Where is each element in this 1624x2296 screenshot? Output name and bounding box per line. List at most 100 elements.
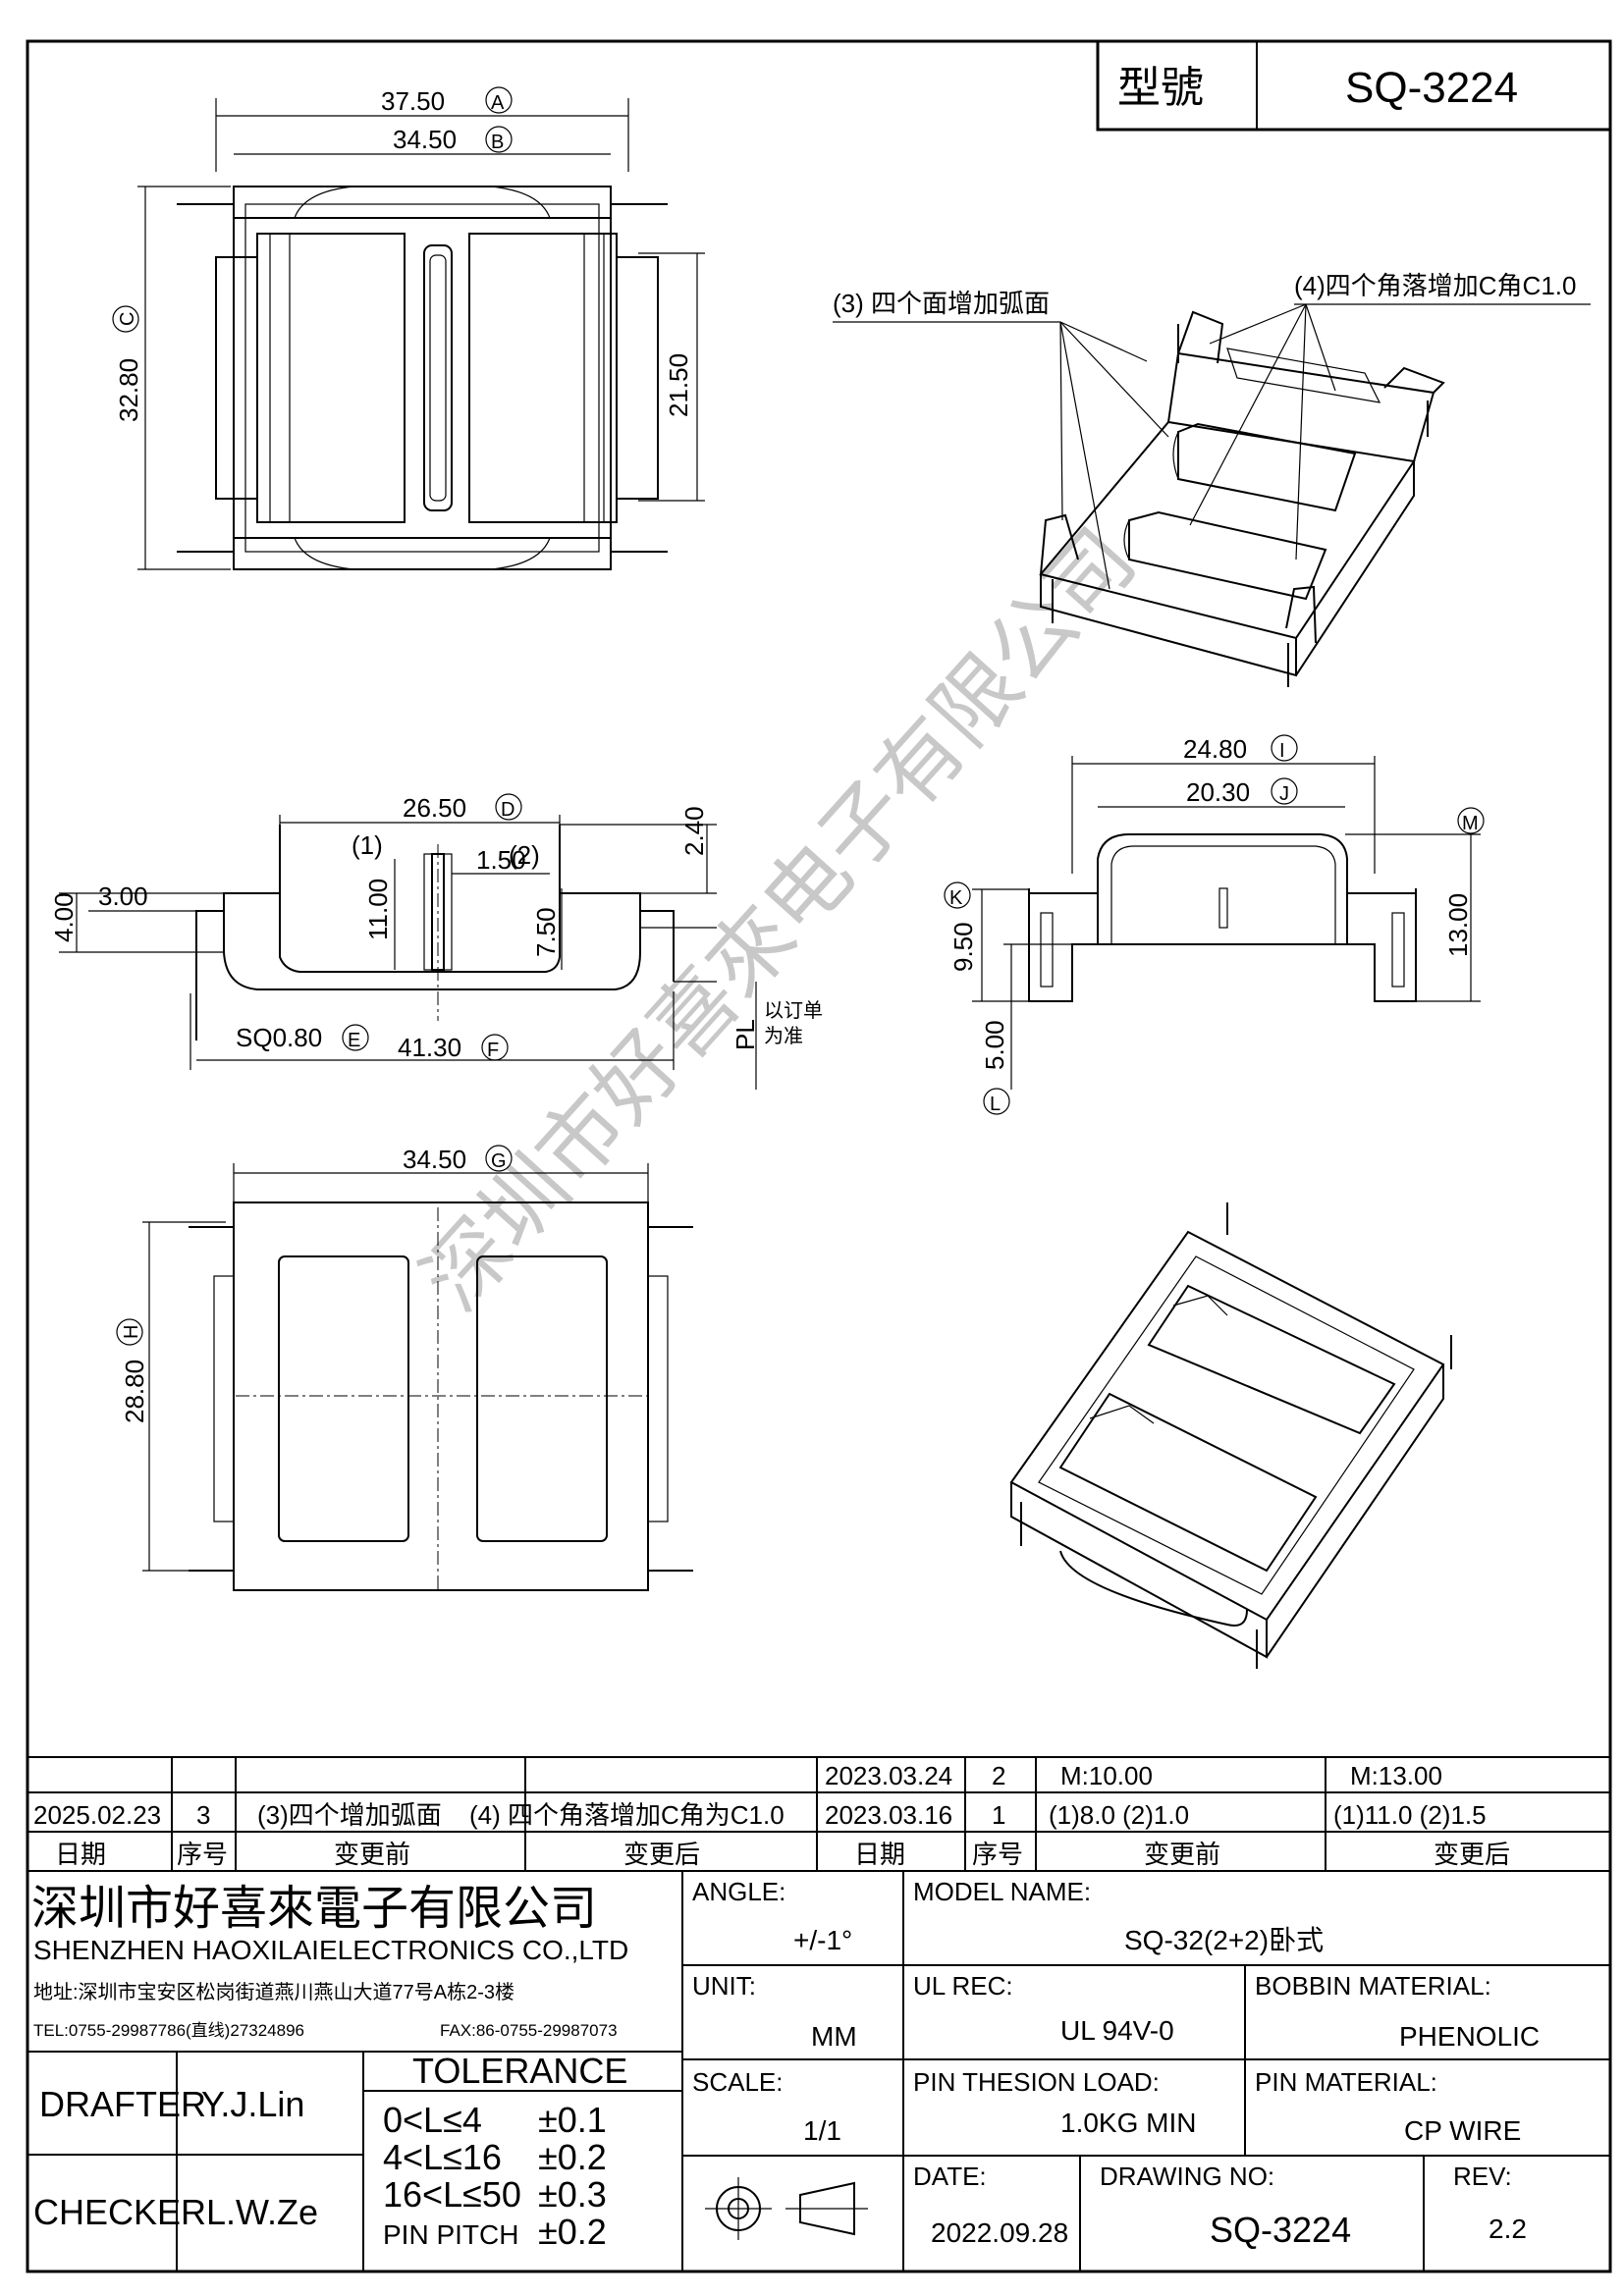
rev-after-2: M:13.00 xyxy=(1350,1761,1442,1790)
angle-value: +/-1° xyxy=(793,1925,852,1955)
company-tel: TEL:0755-29987786(直线)27324896 xyxy=(33,2021,304,2040)
drawing-no-value: SQ-3224 xyxy=(1210,2210,1351,2250)
mark-g: G xyxy=(491,1150,507,1172)
mark-j: J xyxy=(1279,783,1289,805)
dim-13-00: 13.00 xyxy=(1443,893,1473,957)
tol-value-4: ±0.2 xyxy=(538,2212,607,2252)
dim-41-30: 41.30 xyxy=(398,1033,461,1062)
drawing-no-label: DRAWING NO: xyxy=(1100,2162,1274,2191)
bobbin-material-value: PHENOLIC xyxy=(1399,2021,1540,2052)
model-value: SQ-3224 xyxy=(1345,64,1518,112)
rev-before-2: M:10.00 xyxy=(1060,1761,1153,1790)
front-view: 26.50 D 2.40 (1) (2) 1.50 11.00 7.50 4.0… xyxy=(49,793,823,1090)
pin-material-label: PIN MATERIAL: xyxy=(1255,2067,1437,2097)
mark-k: K xyxy=(949,887,963,909)
pin-tension-value: 1.0KG MIN xyxy=(1060,2108,1196,2138)
tol-range-4: PIN PITCH xyxy=(383,2219,518,2250)
rev-after-1: (1)11.0 (2)1.5 xyxy=(1333,1800,1487,1830)
mark-c: C xyxy=(117,312,138,326)
pin-tension-label: PIN THESION LOAD: xyxy=(913,2067,1160,2097)
model-name-value: SQ-32(2+2)卧式 xyxy=(1124,1925,1324,1955)
angle-label: ANGLE: xyxy=(692,1877,785,1906)
checker-value: L.W.Ze xyxy=(206,2192,318,2232)
note-3: (3) 四个面增加弧面 xyxy=(833,289,1050,318)
scale-value: 1/1 xyxy=(803,2115,841,2146)
mark-a: A xyxy=(491,92,505,114)
pin-material-value: CP WIRE xyxy=(1404,2115,1521,2146)
rev-date-2: 2023.03.24 xyxy=(825,1761,952,1790)
rev-no-1: 1 xyxy=(992,1800,1005,1830)
drafter-label: DRAFTER xyxy=(39,2084,206,2124)
rev-after-3: (4) 四个角落增加C角为C1.0 xyxy=(469,1800,785,1830)
tol-range-2: 4<L≤16 xyxy=(383,2137,502,2177)
sq-0-80: SQ0.80 xyxy=(236,1023,322,1052)
bottom-view: 34.50 G 28.80 H xyxy=(116,1145,693,1591)
sheet-border xyxy=(26,39,1612,2273)
pl-label: PL xyxy=(731,1019,760,1050)
tol-value-3: ±0.3 xyxy=(538,2174,607,2215)
dim-9-50: 9.50 xyxy=(948,922,978,972)
projection-symbol-icon xyxy=(705,2177,868,2240)
dim-1-50: 1.50 xyxy=(476,845,526,875)
scale-label: SCALE: xyxy=(692,2067,784,2097)
ul-rec-label: UL REC: xyxy=(913,1971,1013,2001)
hdr-no-left: 序号 xyxy=(177,1840,228,1869)
title-block: 深圳市好喜來電子有限公司 SHENZHEN HAOXILAIELECTRONIC… xyxy=(27,1871,1610,2271)
top-view: 37.50 A 34.50 B 32.80 C 21.50 xyxy=(112,86,705,570)
mark-m: M xyxy=(1462,813,1479,834)
pl-note-2: 为准 xyxy=(764,1025,803,1047)
mark-d: D xyxy=(501,799,514,821)
mark-i: I xyxy=(1279,740,1285,762)
label-1: (1) xyxy=(352,830,383,860)
rev-label: REV: xyxy=(1453,2162,1512,2191)
rev-date-1: 2023.03.16 xyxy=(825,1800,952,1830)
drafter-value: Y.J.Lin xyxy=(201,2084,304,2124)
hdr-after-right: 变更后 xyxy=(1434,1840,1510,1869)
hdr-after-left: 变更后 xyxy=(623,1840,700,1869)
unit-value: MM xyxy=(811,2021,857,2052)
rev-no-2: 2 xyxy=(992,1761,1005,1790)
hdr-date-left: 日期 xyxy=(55,1840,106,1869)
iso-view-open: (3) 四个面增加弧面 (4)四个角落增加C角C1.0 xyxy=(833,271,1591,687)
label-2: (2) xyxy=(509,840,540,870)
hdr-no-right: 序号 xyxy=(972,1840,1023,1869)
pl-note-1: 以订单 xyxy=(764,999,823,1022)
tol-range-1: 0<L≤4 xyxy=(383,2100,482,2140)
tolerance-title: TOLERANCE xyxy=(412,2051,627,2091)
dim-3-00: 3.00 xyxy=(98,881,148,911)
model-box: 型號 SQ-3224 xyxy=(1096,39,1612,132)
dim-28-80: 28.80 xyxy=(120,1360,149,1423)
mark-b: B xyxy=(491,132,504,153)
mark-a-circle xyxy=(485,86,513,114)
dim-34-50-top: 34.50 xyxy=(393,125,457,154)
company-name-cn: 深圳市好喜來電子有限公司 xyxy=(31,1883,597,1935)
mark-b-circle xyxy=(485,126,513,153)
rev-value: 2.2 xyxy=(1489,2214,1527,2244)
date-value: 2022.09.28 xyxy=(931,2217,1068,2248)
mark-l: L xyxy=(990,1094,1001,1115)
mark-e: E xyxy=(348,1030,360,1051)
dim-11-00: 11.00 xyxy=(363,879,393,940)
dim-7-50: 7.50 xyxy=(531,907,561,957)
dim-26-50: 26.50 xyxy=(403,793,466,823)
dim-24-80: 24.80 xyxy=(1183,734,1247,764)
model-name-label: MODEL NAME: xyxy=(913,1877,1091,1906)
dim-34-50-bottom: 34.50 xyxy=(403,1145,466,1174)
hdr-before-right: 变更前 xyxy=(1144,1840,1220,1869)
hdr-before-left: 变更前 xyxy=(334,1840,410,1869)
rev-before-1: (1)8.0 (2)1.0 xyxy=(1049,1800,1189,1830)
company-address: 地址:深圳市宝安区松岗街道燕川燕山大道77号A栋2-3楼 xyxy=(33,1981,514,2003)
dim-20-30: 20.30 xyxy=(1186,777,1250,807)
unit-label: UNIT: xyxy=(692,1971,756,2001)
dim-21-50: 21.50 xyxy=(664,353,693,417)
mark-h: H xyxy=(121,1325,142,1339)
dim-32-80: 32.80 xyxy=(114,358,143,422)
tol-value-1: ±0.1 xyxy=(538,2100,607,2140)
revision-table: 2023.03.24 2 M:10.00 M:13.00 2025.02.23 … xyxy=(27,1756,1610,1872)
dim-5-00: 5.00 xyxy=(980,1020,1009,1070)
date-label: DATE: xyxy=(913,2162,987,2191)
side-view: 24.80 I 20.30 J M 13.00 K 9.50 5.00 L xyxy=(944,734,1485,1115)
bobbin-material-label: BOBBIN MATERIAL: xyxy=(1255,1971,1491,2001)
dim-4-00: 4.00 xyxy=(49,892,79,942)
